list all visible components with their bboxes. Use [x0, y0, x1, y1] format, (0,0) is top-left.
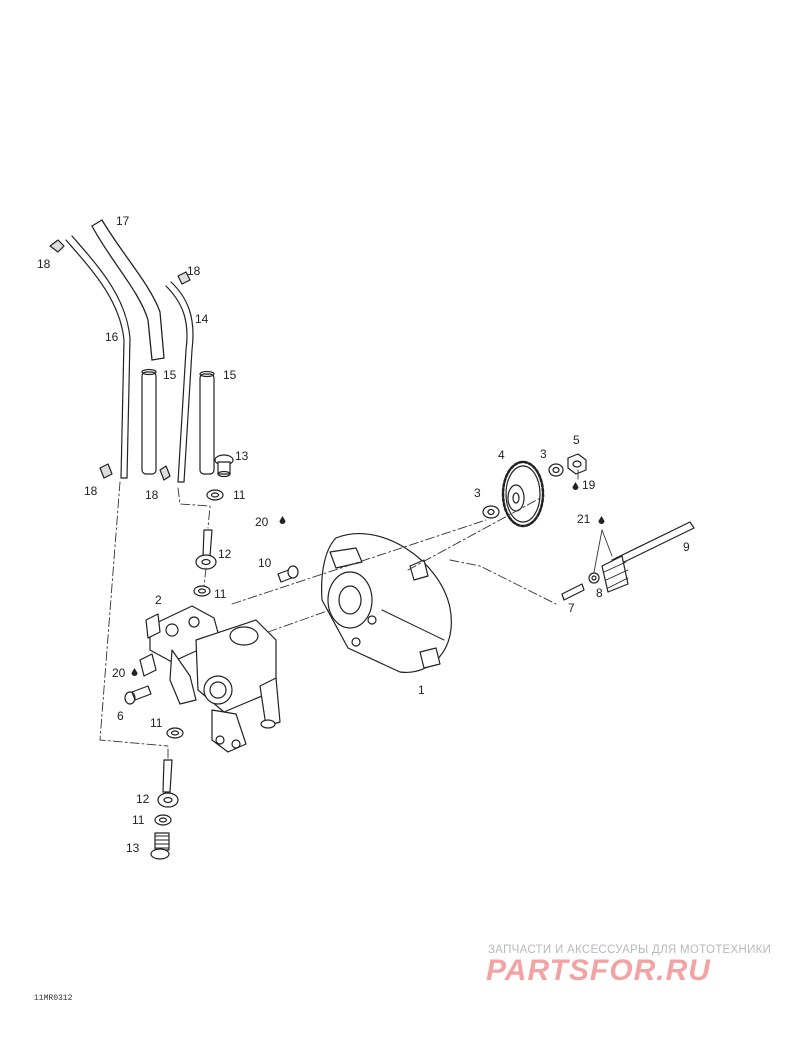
washer-11-c: [166, 727, 184, 739]
washer-11-a: [206, 489, 224, 501]
callout-11-a: 11: [233, 488, 246, 502]
callout-3-a: 3: [474, 486, 481, 500]
pump-cover-1: [321, 533, 452, 673]
callout-15-a: 15: [163, 368, 177, 382]
drive-gear-4: [501, 460, 545, 528]
callout-17: 17: [116, 214, 130, 228]
shaft-pointer-lines: [593, 529, 613, 573]
callout-2: 2: [155, 593, 162, 607]
callout-21: 21: [577, 512, 591, 526]
callout-18-d: 18: [145, 488, 159, 502]
watermark-logo: PARTSFOR.RU: [486, 954, 711, 987]
callout-16: 16: [105, 330, 119, 344]
callout-18-c: 18: [84, 484, 98, 498]
clamp-18-b: [177, 271, 191, 285]
washer-11-d: [154, 814, 172, 826]
callout-18-b: 18: [187, 264, 201, 278]
callout-11-d: 11: [132, 813, 145, 827]
callout-9: 9: [683, 540, 690, 554]
callout-12-b: 12: [136, 792, 150, 806]
sealant-drop-icon-21: [598, 516, 605, 524]
callout-11-b: 11: [214, 587, 227, 601]
callout-6: 6: [117, 709, 124, 723]
oil-line-14: [165, 281, 194, 483]
oil-hose-17: [91, 219, 165, 361]
callout-5: 5: [573, 433, 580, 447]
pump-shaft-9: [601, 521, 695, 593]
banjo-bolt-13-upper: [214, 454, 234, 478]
callout-12-a: 12: [218, 547, 232, 561]
callout-19: 19: [582, 478, 596, 492]
sleeve-15-right: [199, 370, 215, 475]
watermark-subtitle: ЗАПЧАСТИ И АКСЕССУАРЫ ДЛЯ МОТОТЕХНИКИ: [488, 944, 772, 956]
callout-1: 1: [418, 683, 425, 697]
banjo-bolt-13-lower: [150, 832, 170, 860]
callout-4: 4: [498, 448, 505, 462]
callout-13-a: 13: [235, 449, 249, 463]
drawing-code: 11MR0312: [34, 994, 73, 1003]
callout-14: 14: [195, 312, 209, 326]
sealant-drop-icon-19: [572, 482, 579, 490]
washer-8: [588, 572, 600, 584]
washer-11-b: [193, 585, 211, 597]
callout-20-b: 20: [112, 666, 126, 680]
sealant-drop-icon-20a: [279, 516, 286, 524]
sealant-drop-icon-20b: [131, 668, 138, 676]
clamp-18-c: [99, 463, 113, 479]
clamp-18-d: [159, 465, 171, 481]
oil-pump-body-2: [139, 605, 281, 753]
banjo-fitting-12-lower: [157, 759, 179, 808]
pin-7: [561, 583, 585, 601]
callout-15-b: 15: [223, 368, 237, 382]
screw-6: [124, 685, 152, 705]
callout-10: 10: [258, 556, 272, 570]
washer-3-a: [482, 505, 500, 519]
sleeve-15-left: [141, 368, 157, 475]
callout-8: 8: [596, 586, 603, 600]
banjo-fitting-12-upper: [195, 529, 217, 570]
nut-5: [567, 453, 587, 475]
oil-line-16: [65, 235, 131, 479]
leader-lines: [99, 469, 579, 759]
callout-3-b: 3: [540, 447, 547, 461]
screw-10: [277, 565, 299, 583]
callout-18-a: 18: [37, 257, 51, 271]
callout-7: 7: [568, 601, 575, 615]
callout-11-c: 11: [150, 716, 163, 730]
callout-20-a: 20: [255, 515, 269, 529]
callout-13-b: 13: [126, 841, 140, 855]
washer-3-b: [548, 463, 564, 477]
clamp-18-a: [49, 239, 65, 253]
